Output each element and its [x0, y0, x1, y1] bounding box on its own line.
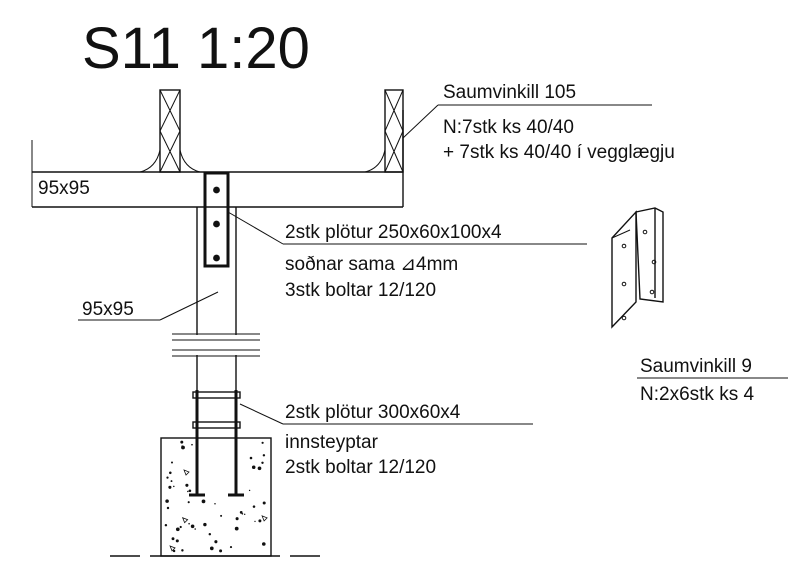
concrete-texture [164, 440, 268, 553]
plates-bottom-line2: 2stk boltar 12/120 [285, 457, 436, 478]
concrete-speckle [188, 489, 192, 493]
steel-plate-top [203, 171, 230, 268]
concrete-speckle [201, 499, 206, 504]
concrete-speckle [175, 527, 180, 532]
concrete-speckle [249, 456, 253, 460]
concrete-speckle [166, 506, 170, 510]
connector-top-title: Saumvinkill 105 [443, 82, 576, 103]
concrete-speckle [169, 471, 172, 475]
concrete-speckle [214, 540, 218, 544]
concrete-speckle [187, 490, 189, 493]
concrete-foundation [110, 437, 320, 557]
concrete-speckle [168, 485, 172, 489]
concrete-speckle [185, 483, 189, 487]
plates-top-title: 2stk plötur 250x60x100x4 [285, 222, 502, 243]
bracket-hole [621, 315, 627, 321]
concrete-speckle [165, 499, 169, 503]
concrete-speckle [180, 440, 184, 444]
drawing-title: S11 1:20 [82, 16, 310, 81]
concrete-speckle [257, 466, 262, 471]
concrete-speckle [208, 532, 212, 536]
connector-right-line1: N:2x6stk ks 4 [640, 384, 754, 405]
concrete-speckle [194, 528, 196, 530]
concrete-speckle [262, 542, 266, 546]
concrete-speckle [219, 549, 223, 553]
concrete-speckle [179, 525, 182, 529]
connector-top-line1: N:7stk ks 40/40 [443, 117, 574, 138]
post-size-label: 95x95 [82, 299, 134, 320]
bracket-hole [649, 289, 655, 295]
plates-top-line2: 3stk boltar 12/120 [285, 280, 436, 301]
concrete-speckle [172, 549, 176, 553]
bolt-hole [213, 220, 220, 228]
angle-bracket-right [364, 89, 404, 173]
bracket-hole [621, 243, 627, 249]
bracket-isometric [611, 207, 664, 329]
concrete-speckle [173, 485, 175, 488]
bolt-hole [213, 186, 220, 194]
plates-top-line1: soðnar sama ⊿4mm [285, 254, 458, 275]
concrete-speckle [261, 441, 264, 444]
bracket-hole [642, 229, 648, 235]
concrete-speckle [254, 520, 256, 523]
steel-plates-bottom [189, 390, 244, 497]
plates-bottom-line1: innsteyptar [285, 432, 379, 453]
concrete-speckle [203, 522, 207, 527]
concrete-speckle [170, 480, 173, 483]
concrete-speckle [248, 489, 251, 492]
concrete-speckle [188, 522, 190, 525]
concrete-speckle [172, 538, 174, 540]
concrete-speckle [252, 505, 256, 508]
concrete-speckle [262, 454, 266, 457]
concrete-speckle [209, 546, 214, 551]
concrete-speckle [239, 511, 243, 514]
concrete-speckle [181, 445, 183, 447]
concrete-speckle [258, 519, 262, 523]
concrete-speckle [261, 461, 264, 464]
concrete-aggregate [169, 545, 176, 552]
concrete-speckle [229, 546, 233, 549]
concrete-speckle [262, 501, 266, 505]
concrete-aggregate [181, 516, 189, 524]
concrete-speckle [175, 539, 179, 543]
connector-right-title: Saumvinkill 9 [640, 356, 752, 377]
concrete-speckle [181, 549, 184, 552]
bolt-hole [213, 254, 220, 262]
beam-size-label: 95x95 [38, 178, 90, 199]
concrete-speckle [214, 502, 216, 505]
bracket-hole [621, 281, 627, 287]
angle-bracket-left [139, 89, 201, 173]
concrete-speckle [243, 513, 246, 516]
leader-lines [227, 104, 788, 425]
concrete-aggregate [183, 469, 190, 476]
concrete-speckle [190, 524, 195, 529]
concrete-speckle [170, 461, 174, 464]
concrete-speckle [251, 465, 256, 470]
connector-top-line2: + 7stk ks 40/40 í vegglægju [443, 142, 675, 163]
plates-bottom-title: 2stk plötur 300x60x4 [285, 402, 461, 423]
concrete-aggregate [261, 515, 268, 522]
bracket-hole [651, 259, 657, 265]
concrete-speckle [235, 517, 239, 521]
concrete-speckle [220, 514, 223, 517]
concrete-speckle [187, 501, 190, 504]
post [172, 207, 260, 445]
concrete-speckle [191, 443, 193, 446]
concrete-speckle [164, 523, 168, 527]
concrete-speckle [234, 526, 239, 531]
concrete-speckle [166, 476, 169, 479]
